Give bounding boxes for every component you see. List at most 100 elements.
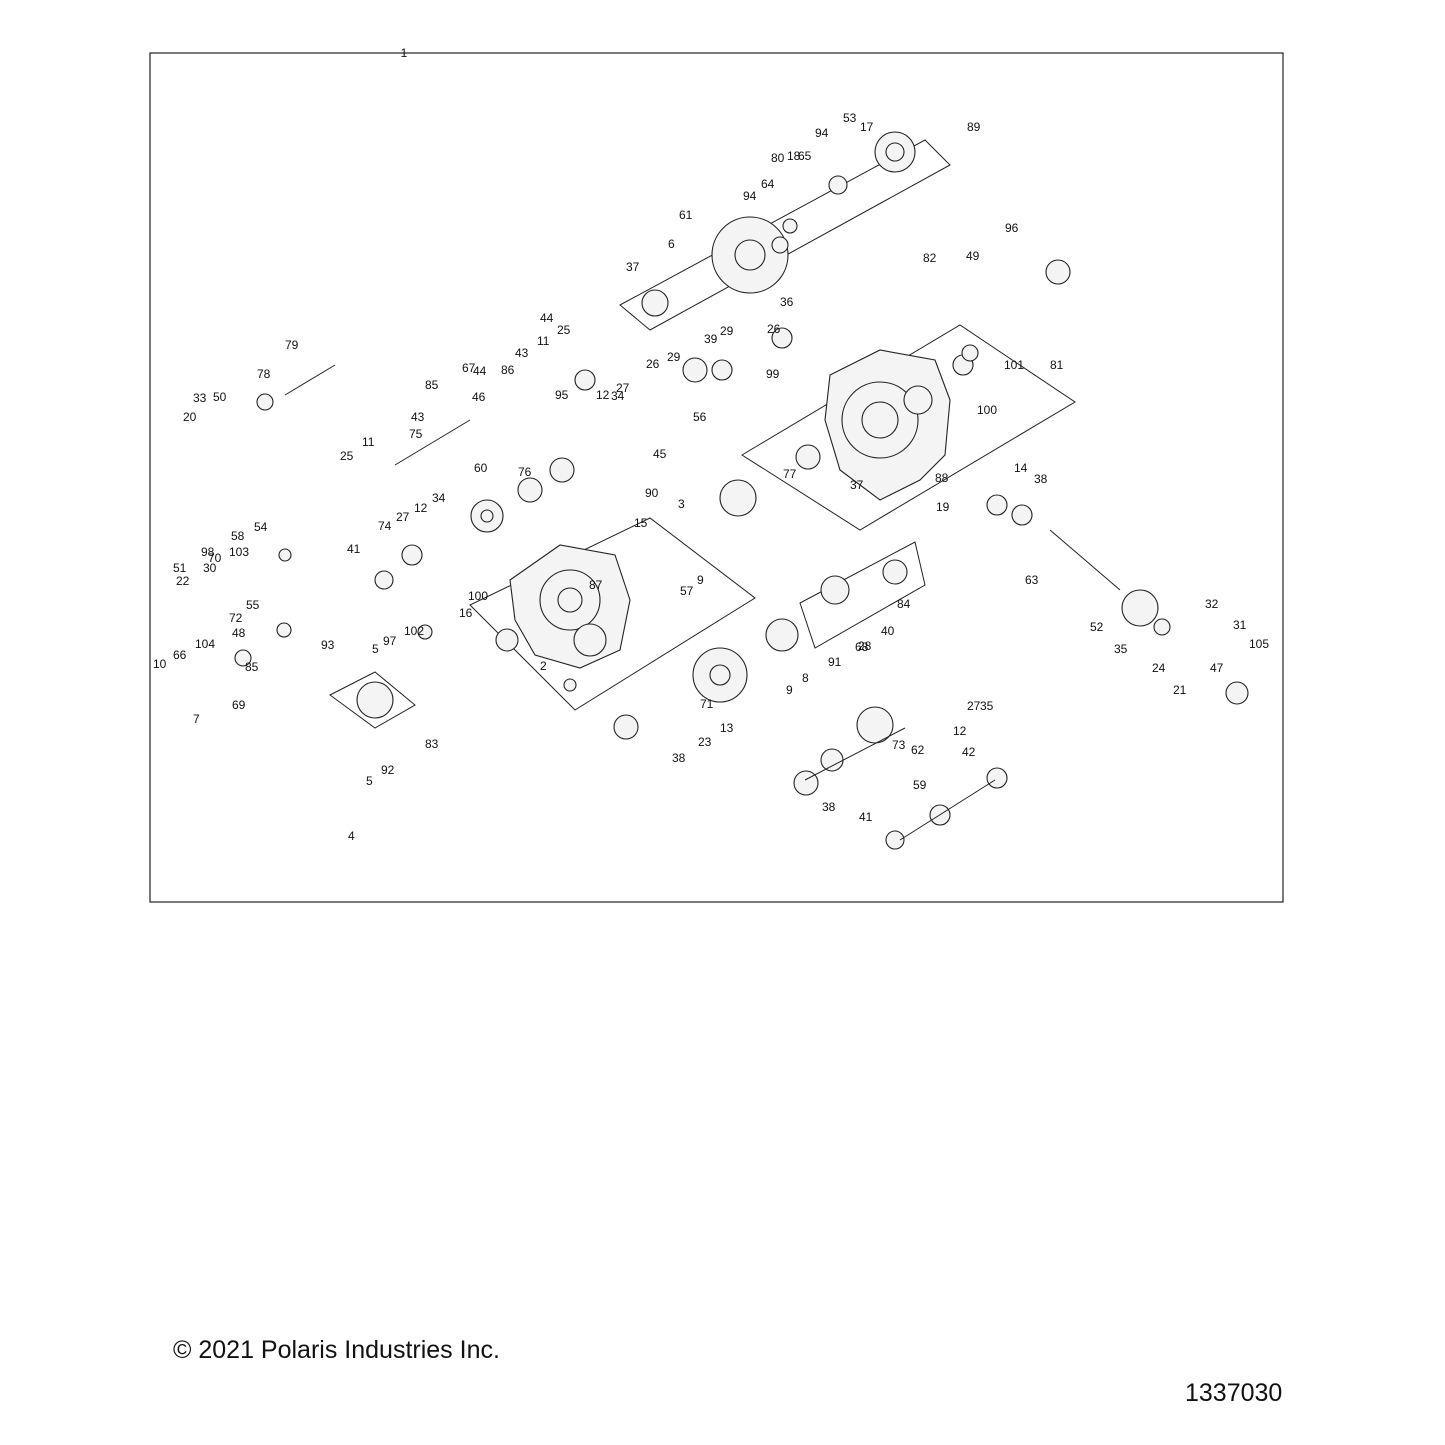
callout: 56 xyxy=(693,410,707,424)
callout: 40 xyxy=(881,624,895,638)
callout: 44 xyxy=(473,364,487,378)
callout: 50 xyxy=(213,390,227,404)
callout: 90 xyxy=(645,486,659,500)
group-outline-86 xyxy=(469,517,756,711)
callout: 7 xyxy=(193,712,200,726)
callout: 17 xyxy=(860,120,874,134)
callout: 5 xyxy=(372,642,379,656)
callout: 38 xyxy=(1034,472,1048,486)
callout: 80 xyxy=(771,151,785,165)
callout: 59 xyxy=(913,778,927,792)
callout: 14 xyxy=(1014,461,1028,475)
callout: 34 xyxy=(432,491,446,505)
callout: 98 xyxy=(201,545,215,559)
callout: 93 xyxy=(321,638,335,652)
callout: 82 xyxy=(923,251,937,265)
callout: 101 xyxy=(1004,358,1024,372)
callout: 64 xyxy=(761,177,775,191)
callout: 23 xyxy=(698,735,712,749)
callout: 27 xyxy=(616,381,630,395)
callout: 104 xyxy=(195,637,215,651)
callout: 53 xyxy=(843,111,857,125)
callout: 74 xyxy=(378,519,392,533)
callout: 31 xyxy=(1233,618,1247,632)
callout: 62 xyxy=(911,743,925,757)
callout: 97 xyxy=(383,634,397,648)
callout: 52 xyxy=(1090,620,1104,634)
callout: 37 xyxy=(850,478,864,492)
callout: 29 xyxy=(667,350,681,364)
copyright-notice: © 2021 Polaris Industries Inc. xyxy=(173,1336,500,1364)
callout: 48 xyxy=(232,626,246,640)
callout: 12 xyxy=(414,501,428,515)
callout: 27 xyxy=(967,699,981,713)
callout: 57 xyxy=(680,584,694,598)
callout: 65 xyxy=(798,149,812,163)
part-shapes xyxy=(234,131,1249,850)
group-outline-83 xyxy=(799,541,926,649)
callout: 43 xyxy=(515,346,529,360)
callout: 58 xyxy=(231,529,245,543)
callout: 41 xyxy=(347,542,361,556)
callout: 85 xyxy=(425,378,439,392)
callout: 83 xyxy=(425,737,439,751)
callout: 2 xyxy=(540,659,547,673)
callout: 35 xyxy=(980,699,994,713)
callout: 99 xyxy=(766,367,780,381)
callout: 103 xyxy=(229,545,249,559)
callout: 43 xyxy=(411,410,425,424)
callout: 70 xyxy=(208,551,222,565)
callout: 89 xyxy=(967,120,981,134)
callout: 27 xyxy=(396,510,410,524)
callout: 51 xyxy=(173,561,187,575)
callout: 60 xyxy=(474,461,488,475)
callout: 61 xyxy=(679,208,693,222)
callout: 95 xyxy=(555,388,569,402)
callout: 42 xyxy=(962,745,976,759)
callout: 10 xyxy=(153,657,167,671)
callout: 21 xyxy=(1173,683,1187,697)
callout: 29 xyxy=(720,324,734,338)
callout: 73 xyxy=(892,738,906,752)
callout: 9 xyxy=(786,683,793,697)
callout: 91 xyxy=(828,655,842,669)
callout: 34 xyxy=(611,389,625,403)
callout: 12 xyxy=(953,724,967,738)
callout: 67 xyxy=(462,361,476,375)
callout: 12 xyxy=(596,388,610,402)
callout: 33 xyxy=(193,391,207,405)
callout: 26 xyxy=(767,322,781,336)
callout: 63 xyxy=(1025,573,1039,587)
callout: 16 xyxy=(459,606,473,620)
callout: 46 xyxy=(472,390,486,404)
callout: 54 xyxy=(254,520,268,534)
callout: 66 xyxy=(173,648,187,662)
callout: 55 xyxy=(246,598,260,612)
callout: 84 xyxy=(897,597,911,611)
callout: 45 xyxy=(653,447,667,461)
callout: 9 xyxy=(697,573,704,587)
callout-labels: 2 3 4 5 5 6 7 8 9 9 10 11 11 12 12 12 13… xyxy=(153,111,1269,843)
assembly-frame xyxy=(149,52,1284,903)
callout: 72 xyxy=(229,611,243,625)
callout: 11 xyxy=(537,334,550,348)
callout: 86 xyxy=(501,363,515,377)
group-outline-82 xyxy=(329,671,416,729)
callout: 3 xyxy=(678,497,685,511)
callout: 47 xyxy=(1210,661,1224,675)
callout: 100 xyxy=(977,403,997,417)
callout: 78 xyxy=(257,367,271,381)
callout: 71 xyxy=(700,697,714,711)
group-outline-89 xyxy=(619,139,951,331)
callout: 87 xyxy=(589,578,603,592)
callout: 4 xyxy=(348,829,355,843)
callout: 38 xyxy=(822,800,836,814)
callout: 76 xyxy=(518,465,532,479)
callout: 32 xyxy=(1205,597,1219,611)
callout: 68 xyxy=(855,640,869,654)
callout: 26 xyxy=(646,357,660,371)
callout: 79 xyxy=(285,338,299,352)
callout: 18 xyxy=(787,149,801,163)
callout: 15 xyxy=(634,516,648,530)
